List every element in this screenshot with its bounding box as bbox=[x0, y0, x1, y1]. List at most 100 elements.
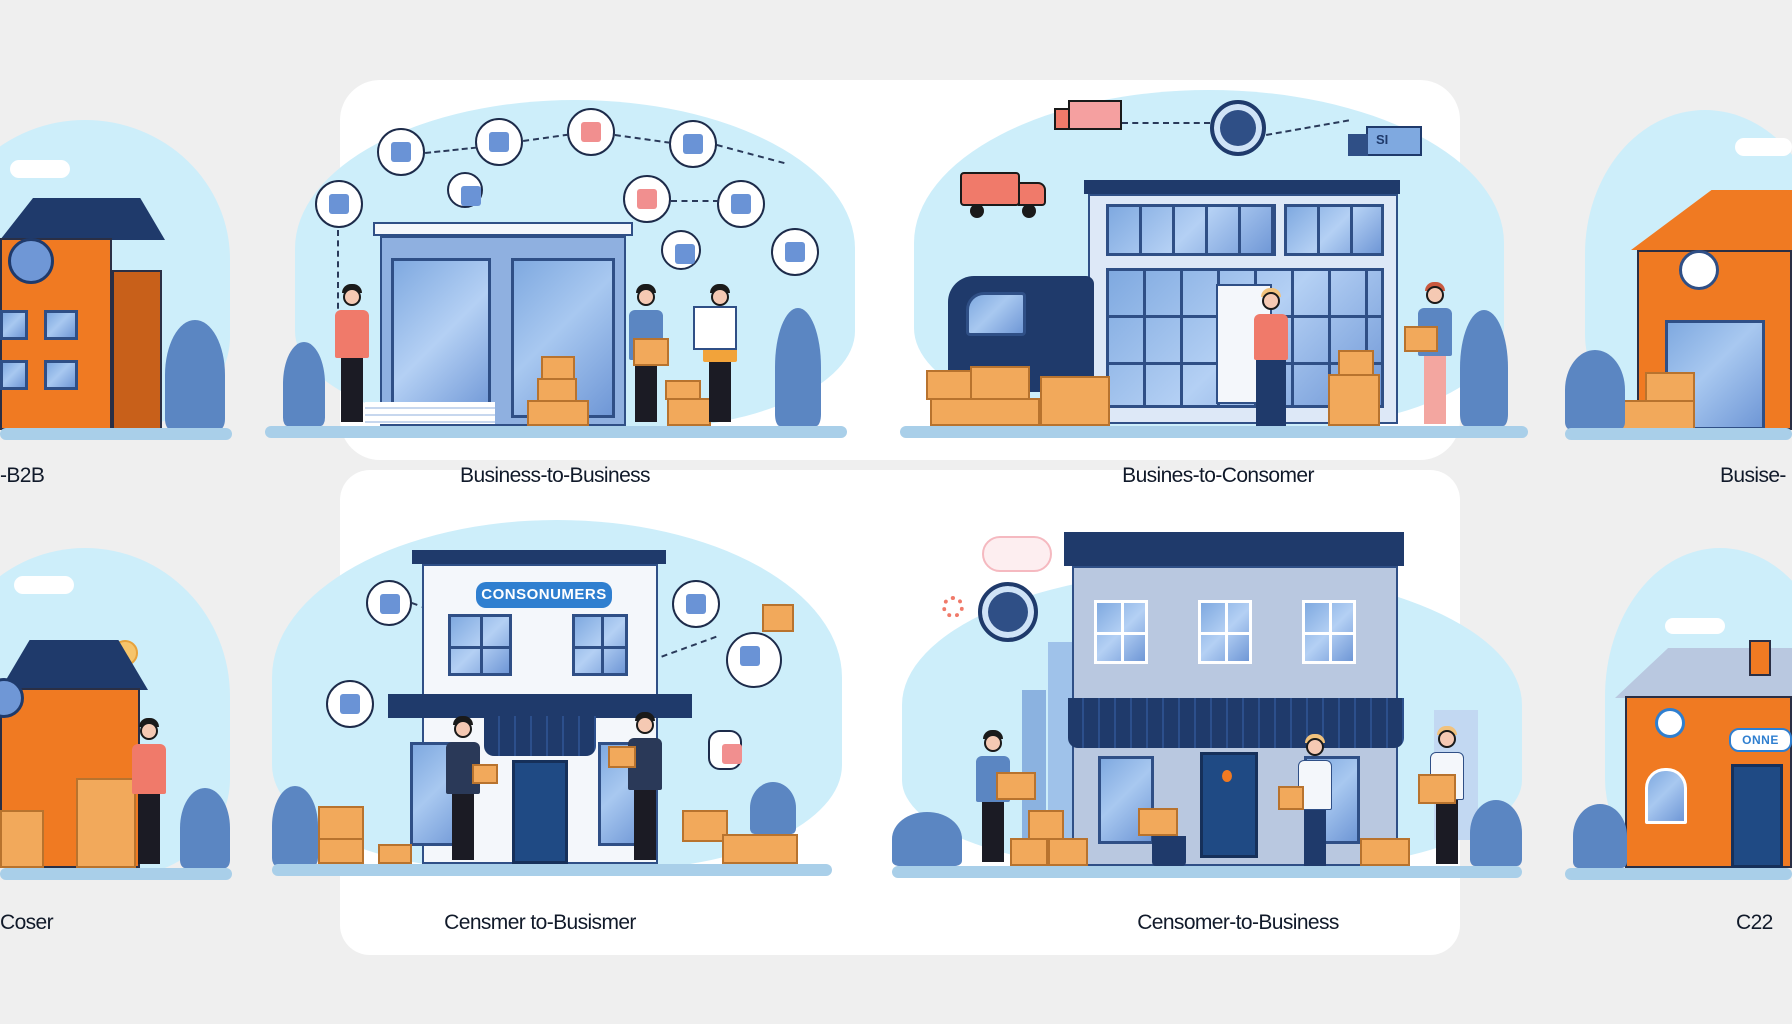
panel-label: Busines-to-Consomer bbox=[1122, 464, 1314, 487]
delivery-truck-icon: SI bbox=[1348, 126, 1424, 164]
network-node-icon bbox=[669, 120, 717, 168]
network-node-icon bbox=[447, 172, 483, 208]
panel-label: Censomer-to-Business bbox=[1137, 911, 1339, 934]
door-knocker bbox=[1222, 770, 1232, 782]
package-box bbox=[0, 810, 44, 868]
package-box bbox=[996, 772, 1036, 800]
package-box bbox=[1028, 810, 1064, 840]
cloud bbox=[14, 576, 74, 594]
network-node-icon bbox=[771, 228, 819, 276]
network-node-icon bbox=[567, 108, 615, 156]
network-node-icon bbox=[377, 128, 425, 176]
network-link bbox=[1122, 122, 1210, 124]
panel-label: Business-to-Business bbox=[460, 464, 651, 487]
panel-label: Censmer to-Busismer bbox=[444, 911, 636, 934]
network-link bbox=[671, 200, 719, 202]
van-window bbox=[966, 292, 1026, 336]
panel-bottom-right-cropped: ONNE bbox=[1565, 548, 1792, 888]
package-box bbox=[1138, 808, 1178, 836]
package-box bbox=[1338, 350, 1374, 376]
panel-consumer-to-business-left: CONSONUMERS bbox=[272, 520, 842, 890]
network-node-icon bbox=[623, 175, 671, 223]
package-box bbox=[682, 810, 728, 842]
package-box bbox=[472, 764, 498, 784]
ground-line bbox=[892, 866, 1522, 878]
plant bbox=[1470, 800, 1522, 866]
package-box bbox=[318, 838, 364, 864]
package-box bbox=[1010, 838, 1048, 866]
plant bbox=[892, 812, 962, 866]
delivery-truck-icon bbox=[960, 172, 1050, 218]
panel-label: Coser bbox=[0, 911, 54, 934]
network-node-icon bbox=[366, 580, 412, 626]
package-box bbox=[722, 834, 798, 864]
package-box bbox=[970, 366, 1030, 402]
cloud bbox=[10, 160, 70, 178]
round-window bbox=[1679, 250, 1719, 290]
panel-top-left-b2b bbox=[0, 120, 235, 450]
building-roof bbox=[1084, 180, 1400, 194]
network-node-icon bbox=[315, 180, 363, 228]
package-box bbox=[762, 604, 794, 632]
house-window bbox=[44, 310, 78, 340]
person-woman-box bbox=[1410, 282, 1460, 428]
person-dark-jacket bbox=[620, 712, 670, 864]
ground-line bbox=[1565, 428, 1792, 440]
gear-icon bbox=[942, 596, 964, 618]
package-box bbox=[1645, 372, 1695, 402]
arched-window bbox=[1645, 768, 1687, 824]
package-box bbox=[537, 378, 577, 402]
plant bbox=[750, 782, 796, 834]
cloud-icon bbox=[982, 536, 1052, 572]
cloud bbox=[1735, 138, 1792, 156]
plant bbox=[272, 786, 318, 866]
ground-line bbox=[272, 864, 832, 876]
package-box bbox=[1278, 786, 1304, 810]
store-sign: CONSONUMERS bbox=[476, 582, 612, 608]
store-window bbox=[448, 614, 512, 676]
network-node-icon bbox=[326, 680, 374, 728]
package-box bbox=[378, 844, 412, 864]
house-window bbox=[0, 310, 28, 340]
building-roof-ledge bbox=[373, 222, 633, 236]
delivery-truck-icon bbox=[1054, 100, 1124, 140]
store-awning bbox=[484, 716, 596, 756]
package-box bbox=[541, 356, 575, 380]
panel-business-to-business bbox=[265, 80, 855, 450]
package-box bbox=[608, 746, 636, 768]
house-window bbox=[0, 360, 28, 390]
cloud bbox=[1665, 618, 1725, 634]
person-woman-white-shirt bbox=[1290, 734, 1340, 874]
upper-window bbox=[1302, 600, 1356, 664]
package-box bbox=[1621, 400, 1695, 430]
ground-line bbox=[900, 426, 1528, 438]
package-box bbox=[926, 370, 972, 400]
panel-business-to-consumer: SI bbox=[900, 80, 1530, 450]
plant bbox=[165, 320, 225, 430]
ground-line bbox=[0, 868, 232, 880]
person-woman-phone bbox=[1246, 288, 1296, 430]
network-node-icon bbox=[475, 118, 523, 166]
house-side-wall bbox=[112, 270, 162, 430]
store-door bbox=[512, 760, 568, 864]
building-roof bbox=[1064, 532, 1404, 566]
house-window bbox=[44, 360, 78, 390]
round-window bbox=[8, 238, 54, 284]
building-glass-window bbox=[391, 258, 491, 418]
panel-consumer-to-business-right bbox=[892, 520, 1532, 890]
network-node-icon bbox=[672, 580, 720, 628]
package-box bbox=[667, 398, 711, 426]
ground-line bbox=[265, 426, 847, 438]
store-awning bbox=[1068, 698, 1404, 748]
panel-top-right-cropped bbox=[1565, 110, 1792, 450]
ground-line bbox=[1565, 868, 1792, 880]
plant bbox=[775, 308, 821, 426]
building-window-row bbox=[1284, 204, 1384, 256]
package-box bbox=[633, 338, 669, 366]
plant bbox=[180, 788, 230, 868]
chimney bbox=[1749, 640, 1771, 676]
panel-label: Busise- bbox=[1720, 464, 1786, 487]
panel-label: -B2B bbox=[0, 464, 45, 487]
upper-window bbox=[1094, 600, 1148, 664]
network-node-icon bbox=[717, 180, 765, 228]
